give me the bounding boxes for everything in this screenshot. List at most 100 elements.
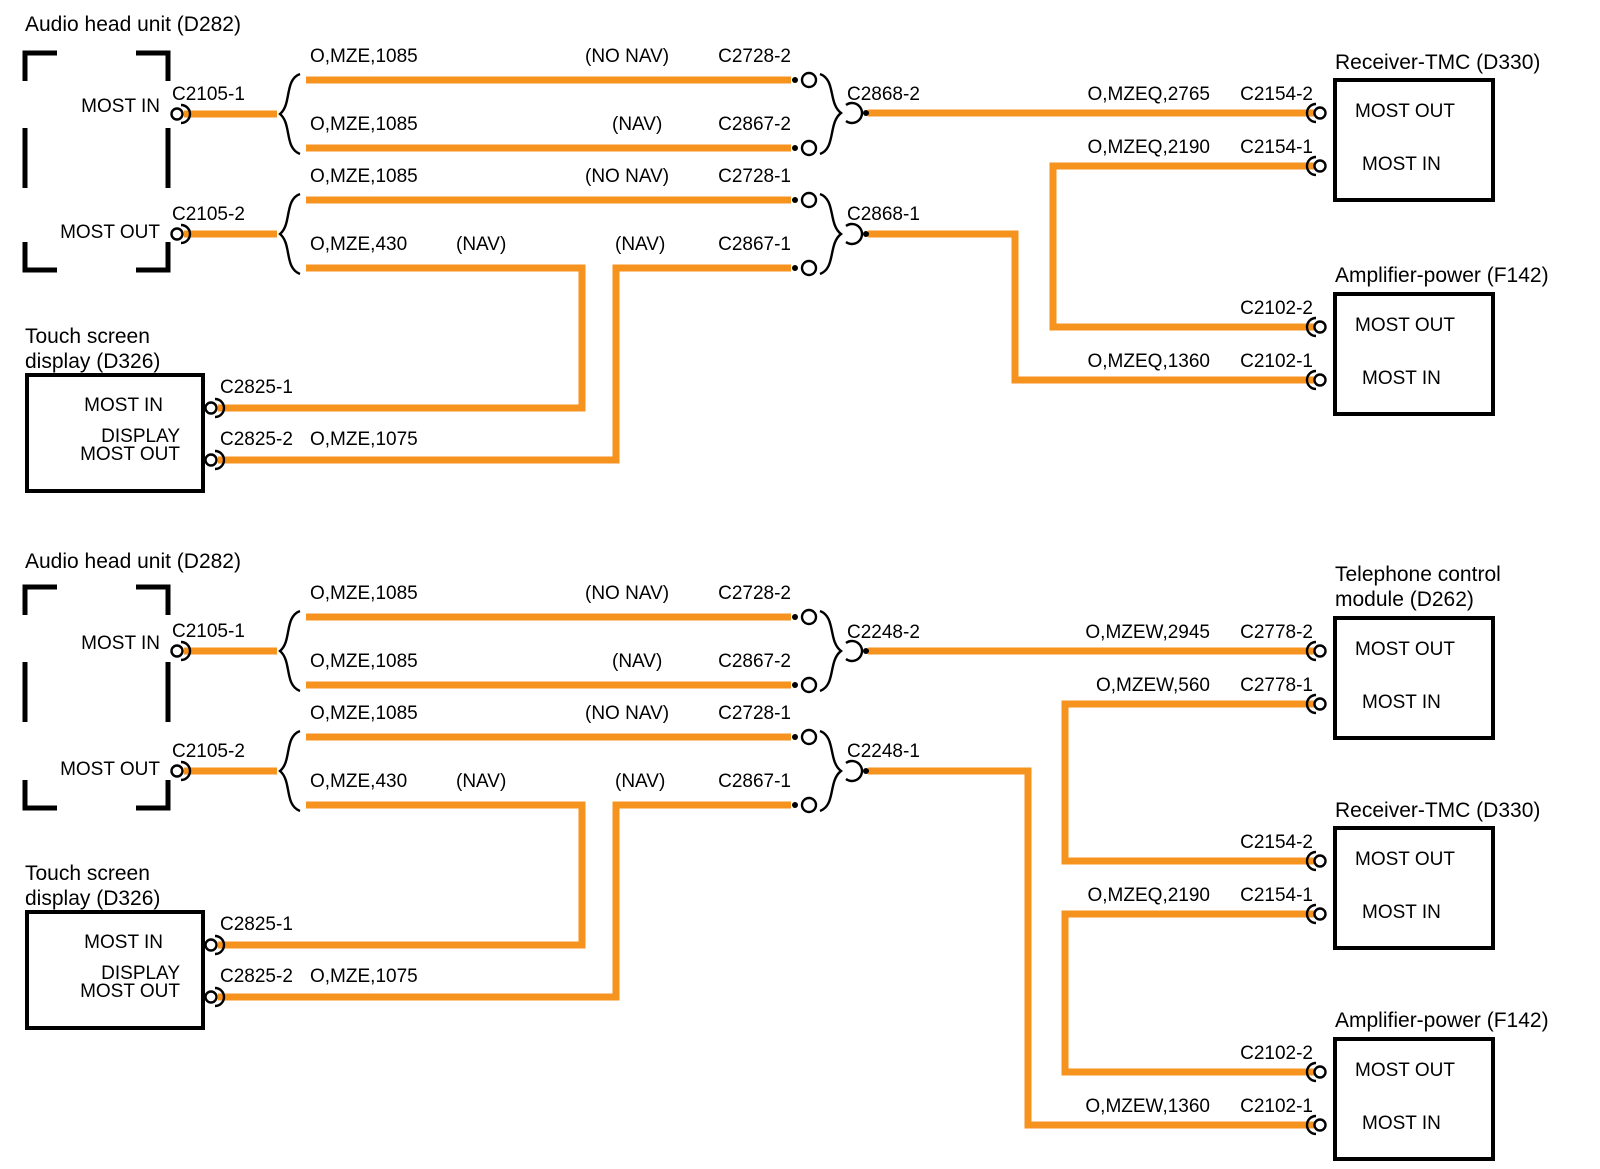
- wire-receiver-most-in-to-amp-most-out: [1061, 910, 1314, 1076]
- port-label-most-in: MOST IN: [1362, 1113, 1441, 1134]
- connector-label: C2868-2: [847, 84, 920, 105]
- inline-connector-c2248-2: [845, 639, 869, 663]
- wire-end-terminal: [792, 728, 818, 746]
- connector-label: C2778-1: [1240, 675, 1313, 696]
- wire-label: O,MZE,1085: [310, 166, 418, 187]
- port-label-most-in: MOST IN: [1362, 154, 1441, 175]
- connector-label: C2102-1: [1240, 351, 1313, 372]
- port-label-most-out: MOST OUT: [60, 759, 160, 780]
- audio-head-unit-title: Audio head unit (D282): [25, 550, 241, 573]
- wire-end-terminal: [792, 139, 818, 157]
- variant-label: (NAV): [612, 114, 663, 135]
- port-label-most-out: MOST OUT: [80, 981, 180, 1002]
- receiver-tmc-title: Receiver-TMC (D330): [1335, 799, 1541, 822]
- variant-label: (NO NAV): [585, 46, 670, 67]
- port-label-most-out: MOST OUT: [60, 222, 160, 243]
- inline-connector-c2868-2: [845, 101, 869, 125]
- connector-label: C2825-1: [220, 377, 293, 398]
- port-connector-most-out: [204, 986, 226, 1008]
- port-connector-most-out: [170, 223, 192, 245]
- telephone-control-module-title: module (D262): [1335, 588, 1474, 611]
- wire-label: O,MZEQ,1360: [1087, 351, 1211, 372]
- port-label-most-out: MOST OUT: [1355, 849, 1455, 870]
- connector-label: C2154-2: [1240, 832, 1313, 853]
- variant-label: (NAV): [456, 234, 507, 255]
- split-brace: [278, 72, 301, 156]
- connector-label: C2154-1: [1240, 137, 1313, 158]
- merge-brace: [819, 192, 843, 276]
- port-connector-most-out: [1305, 640, 1327, 662]
- port-connector-most-out: [1305, 850, 1327, 872]
- port-label-most-in: MOST IN: [81, 96, 160, 117]
- port-connector-most-in: [204, 397, 226, 419]
- receiver-tmc-box: [1333, 78, 1495, 202]
- telephone-control-module-box: [1333, 616, 1495, 740]
- port-connector-most-in: [1305, 1114, 1327, 1136]
- amplifier-power-box: [1333, 292, 1495, 416]
- port-label-display: DISPLAY: [101, 426, 180, 447]
- variant-label: (NO NAV): [585, 703, 670, 724]
- wire-c2868-1-to-amp-most-in: [868, 230, 1314, 384]
- wire-label: O,MZE,1085: [310, 46, 418, 67]
- touch-screen-title: display (D326): [25, 350, 161, 373]
- wire-label: O,MZE,430: [310, 771, 408, 792]
- amplifier-power-title: Amplifier-power (F142): [1335, 264, 1549, 287]
- connector-label: C2778-2: [1240, 622, 1313, 643]
- connector-label: C2105-2: [172, 741, 245, 762]
- port-label-most-in: MOST IN: [84, 932, 163, 953]
- inline-connector-c2248-1: [845, 759, 869, 783]
- wire-receiver-most-in-to-amp-most-out: [1049, 162, 1314, 331]
- split-brace: [278, 192, 301, 276]
- merge-brace: [819, 609, 843, 693]
- connector-label: C2728-2: [718, 583, 791, 604]
- audio-head-unit-dashed-box: [22, 584, 171, 811]
- connector-label: C2867-2: [718, 114, 791, 135]
- amplifier-power-box: [1333, 1037, 1495, 1161]
- touch-screen-title: Touch screen: [25, 862, 150, 885]
- audio-head-unit-dashed-box: [22, 50, 171, 273]
- wire-end-terminal: [792, 796, 818, 814]
- connector-label: C2154-1: [1240, 885, 1313, 906]
- variant-label: (NAV): [612, 651, 663, 672]
- telephone-control-module-title: Telephone control: [1335, 563, 1501, 586]
- wire-label: O,MZE,1085: [310, 583, 418, 604]
- connector-label: C2867-2: [718, 651, 791, 672]
- wire-mze430-to-touch-most-in: [218, 801, 586, 949]
- wire-label: O,MZEW,2945: [1085, 622, 1210, 643]
- split-brace: [278, 729, 301, 813]
- touch-screen-display-box: [25, 910, 205, 1030]
- touch-screen-title: display (D326): [25, 887, 161, 910]
- audio-head-unit-title: Audio head unit (D282): [25, 13, 241, 36]
- port-label-most-out: MOST OUT: [1355, 1060, 1455, 1081]
- variant-label: (NO NAV): [585, 166, 670, 187]
- port-connector-most-in: [204, 934, 226, 956]
- connector-label: C2102-1: [1240, 1096, 1313, 1117]
- wire-telephone-most-in-to-receiver-most-out: [1061, 700, 1314, 865]
- wire-c2248-1-to-amp-most-in: [868, 767, 1314, 1129]
- touch-screen-display-box: [25, 373, 205, 493]
- connector-label: C2102-2: [1240, 1043, 1313, 1064]
- connector-label: C2825-1: [220, 914, 293, 935]
- connector-label: C2248-2: [847, 622, 920, 643]
- port-label-most-out: MOST OUT: [1355, 315, 1455, 336]
- port-label-most-out: MOST OUT: [80, 444, 180, 465]
- port-label-most-in: MOST IN: [1362, 368, 1441, 389]
- wire-label: O,MZEQ,2765: [1087, 84, 1211, 105]
- wire-end-terminal: [792, 676, 818, 694]
- connector-label: C2728-2: [718, 46, 791, 67]
- variant-label: (NAV): [615, 234, 666, 255]
- port-connector-most-out: [204, 449, 226, 471]
- wire-end-terminal: [792, 71, 818, 89]
- wire-end-terminal: [792, 259, 818, 277]
- receiver-tmc-title: Receiver-TMC (D330): [1335, 51, 1541, 74]
- connector-label: C2728-1: [718, 703, 791, 724]
- connector-label: C2867-1: [718, 771, 791, 792]
- merge-brace: [819, 72, 843, 156]
- connector-label: C2105-1: [172, 84, 245, 105]
- variant-label: (NAV): [615, 771, 666, 792]
- port-connector-most-in: [170, 103, 192, 125]
- wire-label: O,MZEQ,2190: [1087, 137, 1211, 158]
- port-label-display: DISPLAY: [101, 963, 180, 984]
